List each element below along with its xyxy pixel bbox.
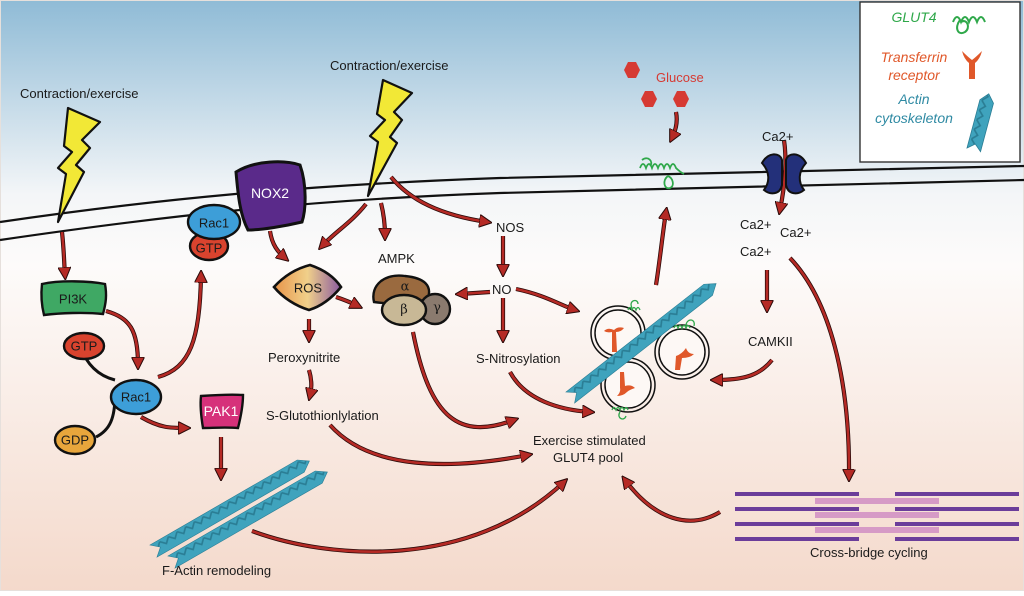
camkii-label: CAMKII <box>748 334 793 349</box>
arrow-ca-to-crossbridge <box>788 256 849 477</box>
arrow-crossbridge-to-pool <box>625 480 722 523</box>
pathway-arrows <box>62 111 849 554</box>
no-label: NO <box>492 282 512 297</box>
arrow-no-to-vesicles <box>515 286 575 310</box>
node-rac1-cytosolic: Rac1 <box>109 378 163 416</box>
node-pi3k: PI3K <box>40 280 108 317</box>
node-gtp-cytosolic: GTP <box>62 331 106 361</box>
glut4-membrane-icon <box>639 157 685 190</box>
legend-glut4-icon <box>952 16 986 34</box>
node-gdp: GDP <box>53 424 97 456</box>
ampk-beta-subunit <box>380 293 428 327</box>
node-nox2: NOX2 <box>234 160 307 232</box>
sarcomere-icon <box>735 492 1019 541</box>
calcium-channel-icon <box>760 153 808 195</box>
arrow-peroxynitrite-to-sglut <box>309 369 311 396</box>
legend-box <box>859 1 1021 163</box>
node-ros: ROS <box>272 263 343 312</box>
node-pak1: PAK1 <box>199 393 245 430</box>
legend-transferrin-icon <box>962 51 982 79</box>
gdp-label: GDP <box>61 433 89 448</box>
arrow-sglut-to-pool <box>328 423 528 466</box>
arrow-nox2-to-ros <box>267 230 285 258</box>
gtp-cytosolic-label: GTP <box>71 339 98 354</box>
s-glutathionylation-label: S-Glutothionlylation <box>266 408 379 423</box>
ca-label-a: Ca2+ <box>740 217 771 232</box>
arrow-no-to-ampk <box>460 292 491 294</box>
ros-label: ROS <box>294 281 323 296</box>
stimulus-label-center: Contraction/exercise <box>330 58 449 73</box>
nos-label: NOS <box>496 220 525 235</box>
arrow-factin-to-pool <box>251 482 564 554</box>
arrow-ampk-to-pool <box>410 331 514 430</box>
ampk-label: AMPK <box>378 251 415 266</box>
glut4-vesicle-pool <box>565 283 717 420</box>
cell-membrane <box>0 164 1024 242</box>
f-actin-filaments-icon <box>149 459 328 569</box>
arrow-bolt-to-ampk <box>381 202 385 236</box>
arrow-camkii-to-vesicles <box>715 358 774 380</box>
glut4-pool-label-1: Exercise stimulated <box>533 433 646 448</box>
ca-label-b: Ca2+ <box>780 225 811 240</box>
node-ampk: α β γ <box>372 274 452 327</box>
lightning-bolt-center-icon <box>366 78 414 198</box>
legend-transferrin-label-1: Transferrin <box>881 49 948 65</box>
rac1-cytosolic-label: Rac1 <box>121 390 151 405</box>
vesicle-right <box>654 319 710 380</box>
ca-label-c: Ca2+ <box>740 244 771 259</box>
arrow-glucose-to-glut4 <box>672 111 677 138</box>
ca-label-top: Ca2+ <box>762 129 793 144</box>
cross-bridge-label: Cross-bridge cycling <box>810 545 928 560</box>
glucose-molecules-icon <box>624 62 689 107</box>
legend: GLUT4 Transferrin receptor Actin cytoske… <box>859 1 1021 163</box>
arrow-bolt-to-pi3k <box>62 231 65 275</box>
ampk-beta-label: β <box>400 303 408 318</box>
legend-transferrin-label-2: receptor <box>888 67 941 83</box>
arrow-pi3k-to-rac1 <box>105 308 138 365</box>
s-nitrosylation-label: S-Nitrosylation <box>476 351 561 366</box>
rac1-membrane-label: Rac1 <box>199 216 229 231</box>
node-rac1-membrane: Rac1 <box>186 203 242 241</box>
glucose-label: Glucose <box>656 70 704 85</box>
arrow-bolt-to-nos <box>389 175 487 222</box>
gtp-membrane-label: GTP <box>196 241 223 256</box>
glut4-pool-label-2: GLUT4 pool <box>553 450 623 465</box>
legend-glut4-label: GLUT4 <box>891 9 936 25</box>
pak1-label: PAK1 <box>204 403 239 419</box>
arrow-rac1-to-nox2 <box>157 275 201 380</box>
legend-actin-label-1: Actin <box>897 91 929 107</box>
lightning-bolt-left-icon <box>56 106 102 224</box>
arrow-snitro-to-vesicles <box>508 370 590 412</box>
arrow-vesicles-to-membrane <box>653 212 666 286</box>
ampk-gamma-label: γ <box>433 301 441 316</box>
ampk-alpha-label: α <box>401 280 410 295</box>
f-actin-label: F-Actin remodeling <box>162 563 271 578</box>
nox2-label: NOX2 <box>251 185 289 201</box>
legend-actin-label-2: cytoskeleton <box>875 110 953 126</box>
arrow-ros-to-ampk <box>335 295 358 306</box>
arrow-rac1-to-pak1 <box>139 415 186 428</box>
legend-actin-icon <box>966 93 994 153</box>
arrow-ca-through-channel <box>780 139 785 210</box>
pi3k-label: PI3K <box>59 292 88 307</box>
actin-cytoskeleton-filament <box>565 283 717 404</box>
stimulus-label-left: Contraction/exercise <box>20 86 139 101</box>
arrow-bolt-to-ros <box>322 202 368 246</box>
peroxynitrite-label: Peroxynitrite <box>268 350 340 365</box>
